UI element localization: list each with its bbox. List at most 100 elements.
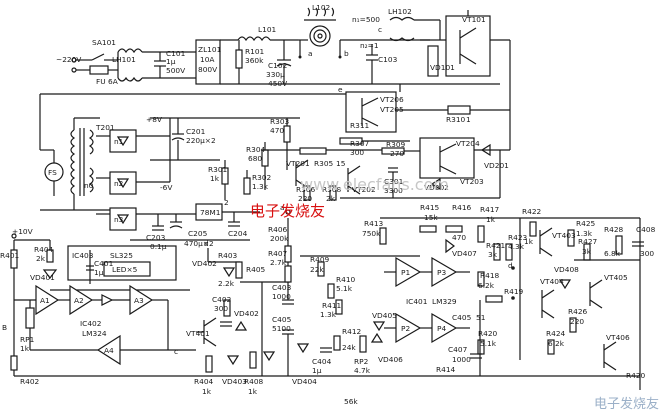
label-r406-name: R406 [268,225,288,234]
label-led: LED×5 [112,265,138,274]
label-r308-value: 2k [326,194,336,203]
label-r412-value: 24k [342,343,356,352]
label-plus8v: +8V [146,115,162,124]
label-r301-name: R301 [208,165,228,174]
label-c203-name: C203 [146,233,166,242]
label-r101-name: R101 [245,47,265,56]
label-c405b-value: 51 [476,313,486,322]
label-r427-value: 3k [582,247,592,256]
label-c408-name: C408 [636,225,656,234]
label-mains: ~220V [56,55,81,64]
label-zl101-current: 10A [200,55,214,64]
label-vd408: VD408 [554,265,579,274]
label-c102-voltage: 450V [268,79,287,88]
label-r306-value: 220 [298,194,312,203]
label-lh102: LH102 [388,7,412,16]
label-c401-name: C401 [94,259,114,268]
label-vt202: VT202 [352,185,376,194]
label-sa101: SA101 [92,38,116,47]
label-vd403: VD403 [222,377,247,386]
label-r404b-name: R404 [194,377,214,386]
label-r423-name: R423 [508,233,528,242]
label-vt201: VT201 [286,159,310,168]
label-r427-name: R427 [578,237,598,246]
label-t201: T201 [95,123,115,132]
label-lm329: LM329 [432,297,457,306]
label-n2: n2 [114,179,123,188]
label-node-c-top: c [378,25,382,34]
label-r414-value: 56k [344,397,358,406]
label-r417-value: 1k [486,215,496,224]
label-n1-turns: n₁=500 [352,15,380,24]
label-vd406: VD406 [378,355,403,364]
label-vt405: VT405 [604,273,628,282]
label-c404-value: 1μ [312,366,322,375]
label-r428-value: 6.8k [604,249,621,258]
label-r406-value: 200k [270,234,289,243]
label-r421-value: 3k [488,250,498,259]
label-r309-name: R309 [386,140,406,149]
label-c408-value: 300 [640,249,654,258]
label-r425-value: 1.3k [576,229,593,238]
component-labels: ~220V SA101 LH101 FU 6A C101 1μ 500V ZL1… [0,3,656,406]
label-node-a: a [280,203,285,212]
label-rp2-name: RP2 [354,357,368,366]
label-zl101-name: ZL101 [198,45,222,54]
label-r428-name: R428 [604,225,624,234]
label-c402-name: C402 [212,295,231,304]
label-r413-name: R413 [364,219,384,228]
label-c101-value: 1μ [166,57,176,66]
label-r424-name: R424 [546,329,566,338]
label-r404-name: R404 [34,245,54,254]
watermark-logo: 电子发烧友 [594,396,659,412]
label-vd402: VD402 [192,259,217,268]
label-vt401: VT401 [186,329,210,338]
label-r303-value: 470 [270,126,284,135]
label-r405: R405 [246,265,266,274]
label-78m1: 78M1 [200,208,221,217]
label-vt406: VT406 [606,333,630,342]
label-r415-name: R415 [420,203,440,212]
label-vd401: VD401 [30,273,55,282]
label-r416-name: R416 [452,203,472,212]
label-vt205: VT205 [380,105,404,114]
label-r309-value: 270 [390,149,404,158]
label-r404b-value: 1k [202,387,212,396]
label-r409-value: 22k [310,265,324,274]
label-c405b-name: C405 [452,313,472,322]
label-r407-name: R407 [268,249,288,258]
label-a1: A1 [40,296,50,305]
label-r416-value: 470 [452,233,466,242]
label-c407-value: 1000 [452,355,471,364]
label-c403-name: C403 [272,283,292,292]
label-lm324: LM324 [82,329,107,338]
label-r408-value: 1k [248,387,258,396]
label-r420-name: R420 [478,329,498,338]
label-r401: R401 [0,251,20,260]
label-r307-name: R307 [350,139,370,148]
label-n2-turns: n₂=1 [360,41,379,50]
watermark-site: www.elecfans.com [300,175,449,194]
label-r402: R402 [20,377,39,386]
label-ic401: IC401 [406,297,428,306]
label-r423-value: 4.3k [508,242,525,251]
label-ic403: IC403 [72,251,94,260]
label-r403-name: R403 [218,251,238,260]
label-node-b: b [344,49,349,58]
label-r305-name: R305 [314,159,334,168]
label-vd201: VD201 [484,161,509,170]
label-c301-value: 3300 [384,186,403,195]
label-r414-name: R414 [436,365,456,374]
label-r303-name: R303 [270,117,290,126]
label-c201-name: C201 [186,127,206,136]
label-r404-value: 2k [36,254,46,263]
label-r310-value: 1 [466,115,471,124]
label-c403-value: 1000 [272,292,291,301]
label-r310-name: R310 [446,115,466,124]
label-r425-name: R425 [576,219,596,228]
label-c404-name: C404 [312,357,332,366]
label-r422-value: 1k [524,237,534,246]
label-a4: A4 [104,346,114,355]
label-r308-name: R308 [322,185,342,194]
